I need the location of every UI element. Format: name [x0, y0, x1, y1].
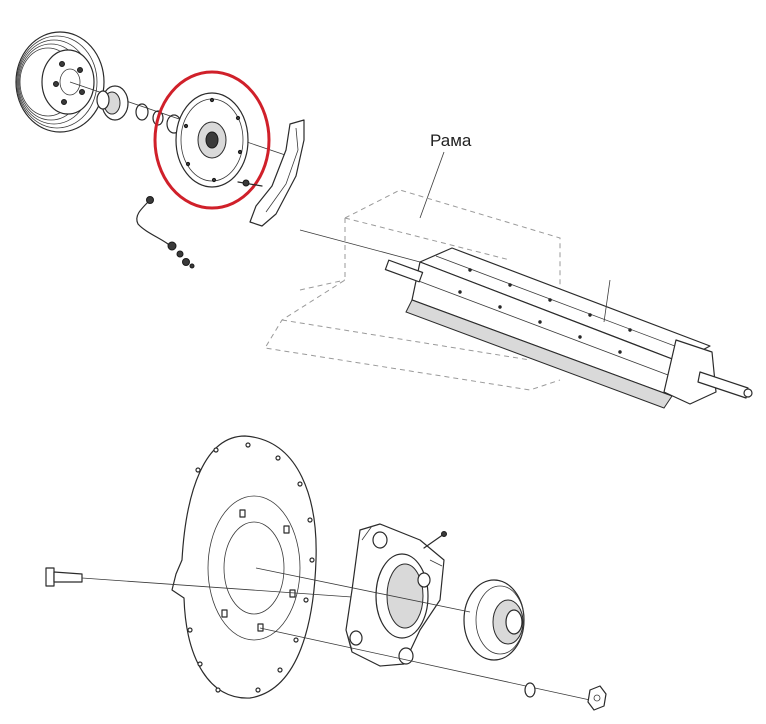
frame-ghost	[264, 189, 561, 391]
bearing	[463, 579, 525, 661]
frame-label: Рама	[430, 131, 472, 150]
rotor	[299, 229, 753, 409]
axis-line-lower	[255, 567, 471, 613]
bearing-housing	[345, 523, 445, 667]
highlight-circle	[153, 70, 271, 210]
pulley	[15, 31, 105, 133]
bolt-line-lower	[259, 627, 607, 711]
long-bolt	[45, 567, 367, 599]
hub	[96, 85, 129, 121]
disc-flange	[175, 92, 249, 188]
lubrication-hose	[136, 196, 195, 269]
frame-label-leader	[419, 151, 445, 219]
bolt-small	[237, 179, 263, 187]
flange-plate	[171, 435, 317, 699]
arm-bracket	[249, 119, 305, 227]
grease-nipple	[423, 531, 447, 549]
